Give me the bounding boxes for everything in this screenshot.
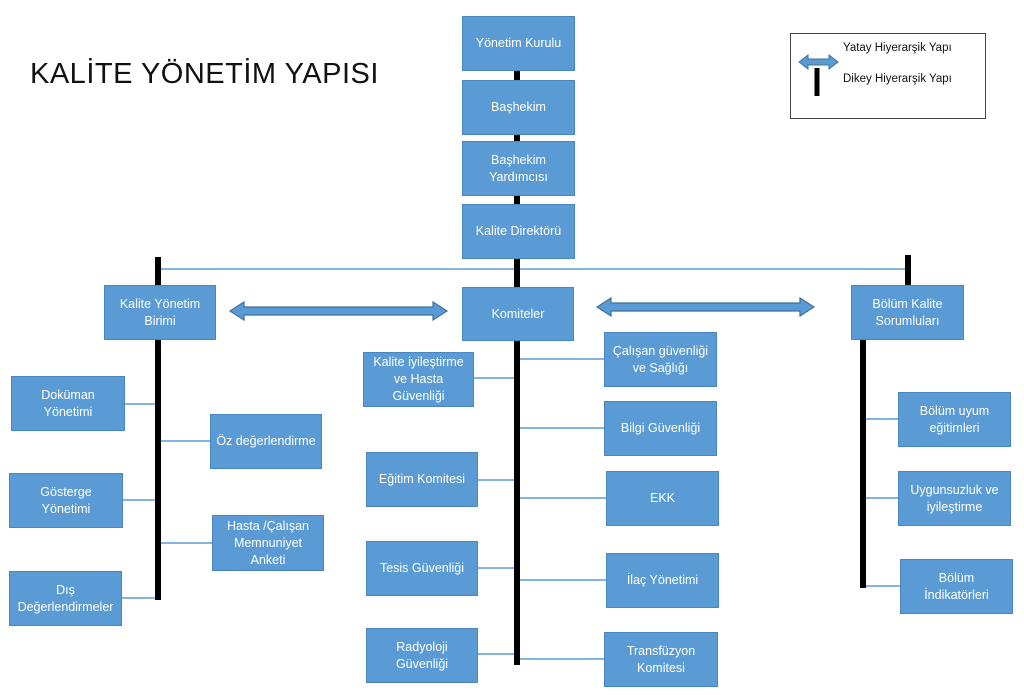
department-quality-box: Bölüm Kalite Sorumluları [851, 285, 964, 340]
transfusion-committee-box: Transfüzyon Komitesi [604, 632, 718, 687]
document-management-box: Doküman Yönetimi [11, 376, 125, 431]
employee-safety-box: Çalışan güvenliği ve Sağlığı [604, 332, 717, 387]
page-title: KALİTE YÖNETİM YAPISI [30, 58, 379, 90]
facility-safety-box: Tesis Güvenliği [366, 541, 478, 596]
department-training-box: Bölüm uyum eğitimleri [898, 392, 1011, 447]
information-security-box: Bilgi Güvenliği [604, 401, 717, 456]
chief-physician-box: Başhekim [462, 80, 575, 135]
external-assessments-box: Dış Değerlendirmeler [9, 571, 122, 626]
ekk-box: EKK [606, 471, 719, 526]
deputy-chief-physician-box: Başhekim Yardımcısı [462, 141, 575, 196]
legend-horizontal-label: Yatay Hiyerarşik Yapı [843, 42, 952, 54]
radiology-safety-box: Radyoloji Güvenliği [366, 628, 478, 683]
legend-icons [798, 53, 839, 96]
double-arrow-icon [228, 300, 449, 322]
legend-vertical-label: Dikey Hiyerarşik Yapı [843, 73, 952, 85]
double-arrow-icon [798, 53, 839, 71]
quality-patient-safety-box: Kalite iyileştirme ve Hasta Güvenliği [363, 352, 474, 407]
quality-director-box: Kalite Direktörü [462, 204, 575, 259]
quality-unit-box: Kalite Yönetim Birimi [104, 285, 216, 340]
education-committee-box: Eğitim Komitesi [366, 452, 478, 507]
committees-box: Komiteler [462, 287, 574, 341]
board-box: Yönetim Kurulu [462, 16, 575, 71]
department-indicators-box: Bölüm İndikatörleri [900, 559, 1013, 614]
self-assessment-box: Öz değerlendirme [210, 414, 322, 469]
drug-management-box: İlaç Yönetimi [606, 553, 719, 608]
legend: Yatay Hiyerarşik Yapı Dikey Hiyerarşik Y… [790, 33, 986, 119]
double-arrow-icon [595, 296, 816, 318]
indicator-management-box: Gösterge Yönetimi [9, 473, 123, 528]
nonconformity-improvement-box: Uygunsuzluk ve iyileştirme [898, 471, 1011, 526]
satisfaction-survey-box: Hasta /Çalışan Memnuniyet Anketi [212, 515, 324, 571]
